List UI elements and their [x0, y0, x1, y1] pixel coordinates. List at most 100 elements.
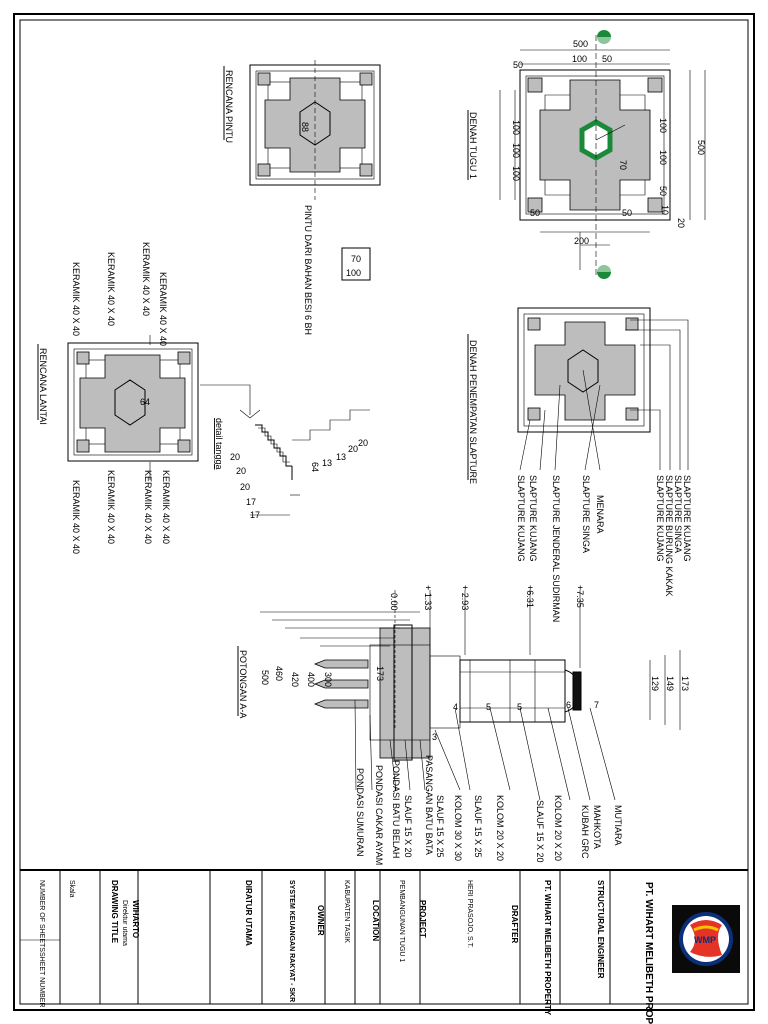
- section-callout: KOLOM 20 X 20: [553, 795, 563, 861]
- drawing-title: WIHARTO: [131, 900, 140, 938]
- height-dim: 460: [274, 666, 284, 681]
- drawing-title-label: DRAWING TITLE: [110, 880, 119, 944]
- part-number: 5: [517, 702, 522, 712]
- denah-slapture-plan: [517, 307, 651, 433]
- elevation: + 2.93: [460, 585, 470, 610]
- view-title-potongan: POTONGAN A-A: [238, 650, 248, 718]
- slapture-label: MENARA: [595, 495, 605, 534]
- number-of-sheets-label: NUMBER OF SHEETS: [38, 880, 45, 952]
- drafter-company: PT. WIHART MELIBETH PROPERTY: [543, 880, 552, 1016]
- tangga-dim: 13: [336, 452, 346, 462]
- height-dim: 173: [680, 676, 690, 691]
- outer-border: [13, 13, 755, 1011]
- tangga-dim: 13: [322, 458, 332, 468]
- section-callout: PONDASI BATU BELAH: [391, 760, 401, 858]
- elevation: 0.00: [389, 593, 399, 611]
- tangga-dim: 20: [236, 466, 246, 476]
- part-number: 6: [566, 700, 571, 710]
- elevation: +6.31: [525, 585, 535, 608]
- part-number: 3: [432, 732, 437, 742]
- denah-dim: 20: [676, 218, 686, 228]
- denah-section-markers: [597, 30, 611, 279]
- denah-dim: 100: [658, 150, 668, 165]
- section-callout: MAHKOTA: [592, 805, 602, 849]
- tangga-dim: 17: [246, 497, 256, 507]
- owner-name: SYSTEM KEUANGAN RAKYAT - SKR: [288, 880, 295, 1002]
- slapture-label: SLAPTURE KUJANG: [516, 475, 526, 562]
- section-callout: PONDASI CAKAR AYAM: [374, 765, 384, 865]
- section-callout: SLAUF 15 X 20: [403, 795, 413, 858]
- drawing-title-sub: Direktur utama: [121, 900, 128, 946]
- height-dim: 420: [290, 672, 300, 687]
- tangga-dim: 20: [348, 444, 358, 454]
- keramik-label: KERAMIK 40 X 40: [143, 470, 153, 544]
- tangga-dim: 17: [250, 510, 260, 520]
- denah-dim: 100: [511, 143, 521, 158]
- part-number: 5: [486, 702, 491, 712]
- height-dim: 173: [375, 666, 385, 681]
- denah-dim: 500: [696, 140, 706, 155]
- section-callout: KUBAH GRC: [580, 805, 590, 859]
- slapture-label: SLAPTURE KUJANG: [528, 475, 538, 562]
- keramik-label: KERAMIK 40 X 40: [71, 480, 81, 554]
- height-dim: 400: [306, 672, 316, 687]
- denah-dim: 50: [530, 208, 540, 218]
- titleblock: [20, 870, 611, 1004]
- section-callout: KOLOM 20 X 20: [495, 795, 505, 861]
- owner-label: OWNER: [316, 905, 325, 936]
- detail-tangga-title: detail tangga: [214, 418, 224, 470]
- engineer-name: HERI PRASOJO, S.T.: [466, 880, 473, 948]
- pile: [313, 659, 369, 709]
- pintu-dim: 88: [300, 122, 310, 132]
- section-callout: SLAUF 15 X 25: [473, 795, 483, 858]
- elevation: + 1.33: [423, 585, 433, 610]
- denah-dim: 100: [511, 120, 521, 135]
- slapture-label: SLAPTURE SINGA: [673, 475, 683, 553]
- tangga-dim: 20: [240, 482, 250, 492]
- section-callout: MUTIARA: [613, 805, 623, 846]
- potongan-section: [260, 590, 681, 801]
- sheet-number-label: SHEET NUMBER: [38, 952, 45, 1008]
- section-callout: KOLOM 30 X 30: [453, 795, 463, 861]
- pintu-note: PINTU DARI BAHAN BESI 6 BH: [303, 205, 313, 335]
- slapture-label: SLAPTURE BURUNG KAKAK: [664, 475, 674, 597]
- project-label: PROJECT: [418, 900, 427, 938]
- denah-dimension-lines: [499, 49, 706, 270]
- view-title-denah-tugu: DENAH TUGU 1: [468, 112, 478, 179]
- rencana-lantai-plan: [67, 342, 261, 462]
- denah-tugu-plan: [519, 35, 671, 275]
- tangga-dim: 20: [358, 438, 368, 448]
- keramik-label: KERAMIK 40 X 40: [106, 252, 116, 326]
- denah-dim: 10: [660, 205, 670, 215]
- denah-dim: 50: [622, 208, 632, 218]
- svg-text:WMP: WMP: [694, 935, 716, 945]
- part-number: 4: [453, 702, 458, 712]
- denah-dim: 50: [658, 186, 668, 196]
- company-name: PT. WIHART MELIBETH PROPERTY: [643, 882, 654, 1024]
- keramik-label: KERAMIK 40 X 40: [158, 272, 168, 346]
- denah-dim: 50: [602, 54, 612, 64]
- denah-dim: 100: [572, 54, 587, 64]
- slapture-label: SLAPTURE KUJANG: [682, 475, 692, 562]
- detail-tangga-stairs: [250, 409, 370, 516]
- keramik-label: KERAMIK 40 X 40: [71, 262, 81, 336]
- section-callout: PONDASI SUMURAN: [355, 768, 365, 857]
- lantai-dim: 64: [140, 397, 150, 407]
- project-name: PEMBANGUNAN TUGU 1: [398, 880, 405, 962]
- denah-dim: 100: [511, 166, 521, 181]
- view-title-rencana-lantai: RENCANA LANTAI: [38, 348, 48, 425]
- part-number: 7: [594, 700, 599, 710]
- structural-engineer-label: STRUCTURAL ENGINEER: [596, 880, 605, 979]
- denah-dim: 200: [574, 236, 589, 246]
- keramik-label: KERAMIK 40 X 40: [161, 470, 171, 544]
- height-dim: 129: [650, 676, 660, 691]
- pintu-dim: 100: [346, 268, 361, 278]
- slapture-label: SLAPTURE JENDERAL SUDIRMAN: [551, 475, 561, 622]
- view-title-denah-slapture: DENAH PENEMPATAN SLAPTURE: [468, 340, 478, 484]
- pintu-dim: 70: [351, 254, 361, 264]
- elevation: +7.35: [575, 585, 585, 608]
- section-callout: SLAUF 15 X 20: [535, 800, 545, 863]
- height-dim: 149: [665, 676, 675, 691]
- view-title-rencana-pintu: RENCANA PINTU: [224, 70, 234, 143]
